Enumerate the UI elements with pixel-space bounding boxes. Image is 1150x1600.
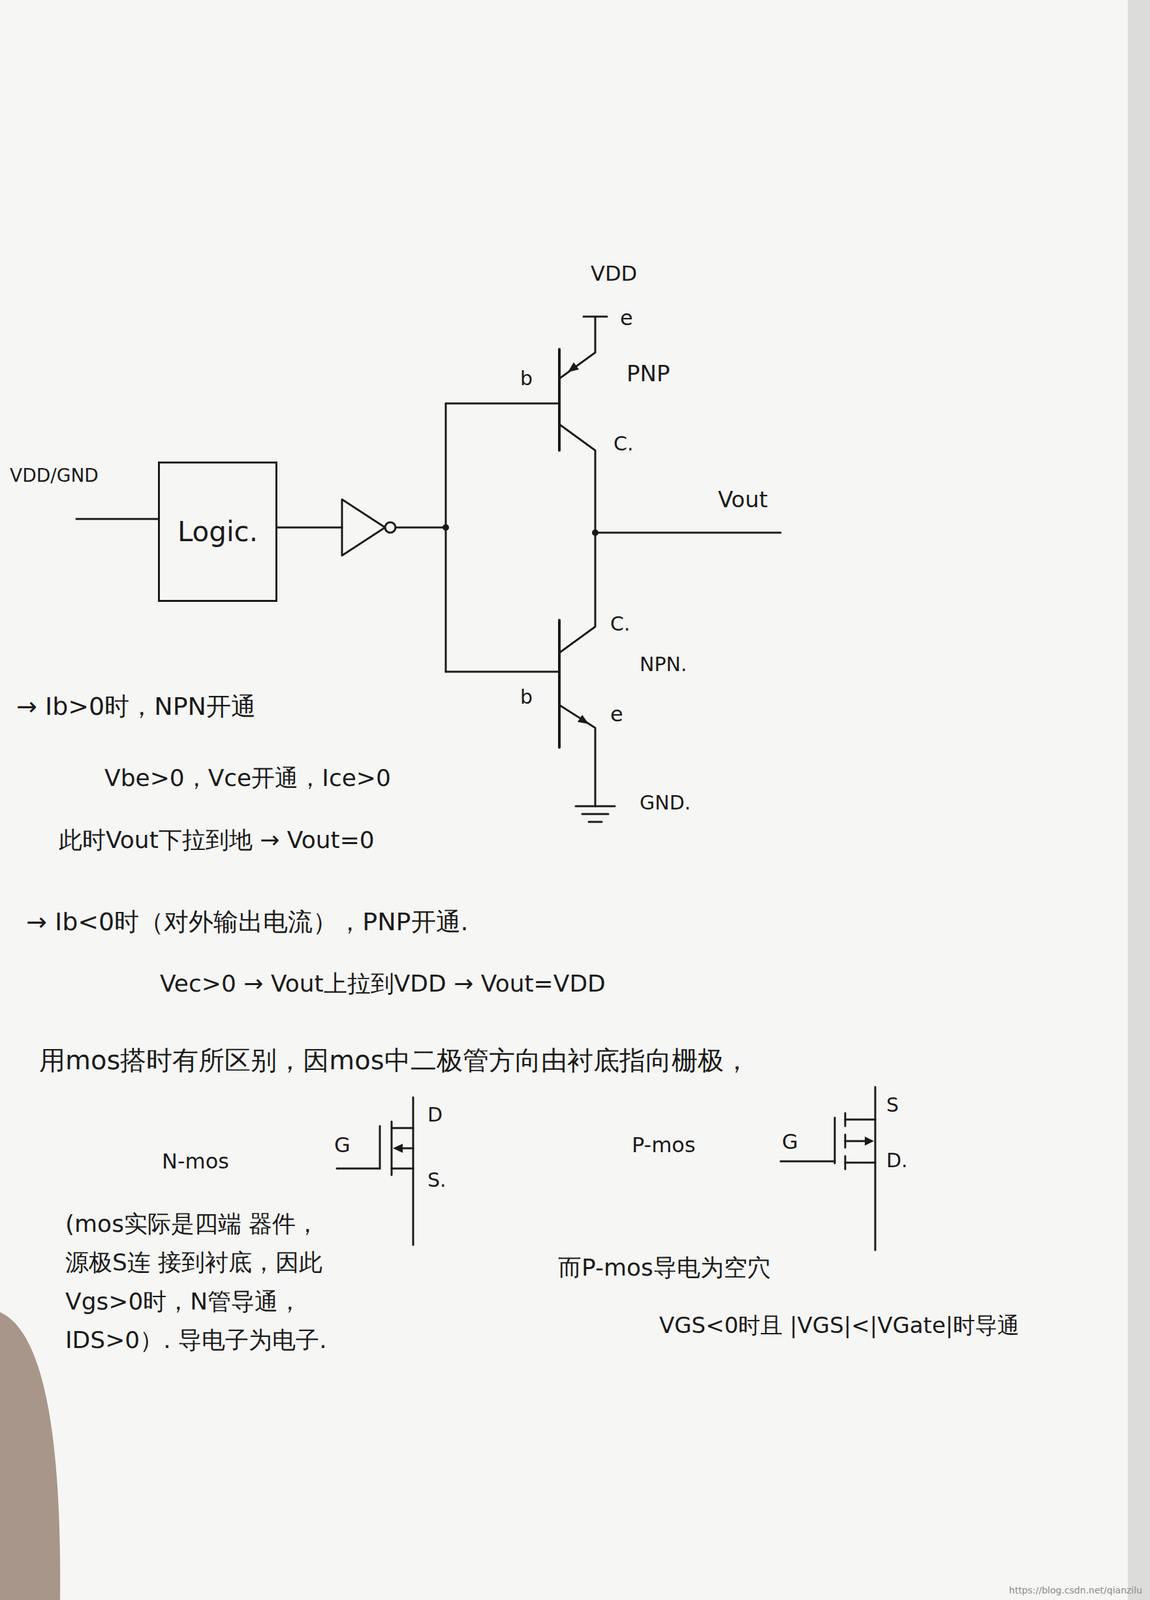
watermark: https://blog.csdn.net/qianzilu (1009, 1584, 1143, 1596)
pnp-base-bar (558, 349, 561, 451)
pin-label: C. (613, 432, 634, 456)
note-text: → Ib>0时，NPN开通 (16, 691, 256, 722)
inverter-output-wire (395, 526, 446, 529)
junction-dot (442, 524, 450, 531)
pnp-base-wire (445, 402, 560, 405)
pin-label: G (334, 1132, 351, 1158)
box-text: Logic. (177, 515, 258, 548)
npn-base-bar (558, 620, 561, 748)
pin-label: G (781, 1129, 799, 1154)
logic-output-wire (277, 526, 342, 529)
signal-label: Vout (717, 486, 768, 513)
pnp-emitter (559, 316, 596, 379)
nmos-gate (379, 1125, 382, 1169)
npn-base-wire (445, 670, 560, 673)
note-text: Vbe>0，Vce开通，Ice>0 (104, 763, 391, 792)
input-wire (76, 518, 158, 521)
note-text: VGS<0时且 |VGS|<|VGate|时导通 (659, 1311, 1020, 1339)
pmos-link (845, 1118, 876, 1121)
pin-label: e (620, 305, 634, 331)
pin-label: e (610, 701, 624, 727)
nmos-gate-lead (336, 1167, 380, 1170)
note-text: (mos实际是四端 器件，源极S连 接到衬底，因此 Vgs>0时，N管导通，ID… (65, 1204, 373, 1360)
nmos-arrow-head (392, 1143, 403, 1153)
pmos-link (845, 1161, 876, 1164)
nmos-link (391, 1167, 414, 1170)
nmos-terminal-line (412, 1097, 415, 1245)
pin-label: S (886, 1093, 899, 1117)
supply-label: VDD (590, 261, 638, 286)
pnp-emitter-arrow (567, 362, 579, 373)
paper-edge (1127, 0, 1150, 1600)
pin-label: D (427, 1103, 443, 1127)
logic-box: Logic. (157, 461, 278, 602)
transistor-label: PNP (626, 360, 670, 388)
hand (0, 1311, 61, 1600)
npn-emitter-arrow (577, 714, 589, 724)
note-text: Vec>0 → Vout上拉到VDD → Vout=VDD (159, 969, 606, 998)
nmos-channel (390, 1121, 393, 1175)
transistor-label: NPN. (639, 652, 688, 677)
pin-label: b (520, 366, 533, 391)
inverter-symbol (341, 499, 386, 556)
note-text: 而P-mos导电为空穴 (558, 1253, 771, 1282)
device-label: N-mos (161, 1148, 230, 1174)
pmos-gate (834, 1117, 837, 1164)
note-text: → Ib<0时（对外输出电流），PNP开通. (26, 907, 469, 938)
signal-label: VDD/GND (9, 464, 99, 487)
nmos-link (391, 1127, 414, 1130)
npn-emitter (559, 704, 596, 807)
pmos-terminal-line (874, 1086, 877, 1250)
junction-dot (591, 529, 599, 536)
vout-wire (595, 531, 781, 534)
pin-label: C. (610, 612, 630, 636)
pmos-arrow-head (864, 1136, 874, 1146)
ground-symbol (582, 813, 609, 816)
pin-label: b (520, 685, 533, 709)
pin-label: S. (427, 1168, 447, 1192)
pmos-gate-lead (780, 1160, 835, 1163)
note-text: 用mos搭时有所区别，因mos中二极管方向由衬底指向栅极， (39, 1044, 750, 1076)
collector-wire (559, 424, 596, 653)
device-label: P-mos (631, 1132, 696, 1158)
supply-label: GND. (639, 791, 691, 815)
pmos-body-arrow (845, 1140, 867, 1143)
ground-symbol (575, 805, 615, 808)
base-wire (445, 403, 448, 672)
ground-symbol (588, 821, 602, 824)
note-text: 此时Vout下拉到地 → Vout=0 (58, 825, 375, 854)
pin-label: D. (886, 1148, 908, 1173)
inverter-bubble (385, 522, 396, 533)
